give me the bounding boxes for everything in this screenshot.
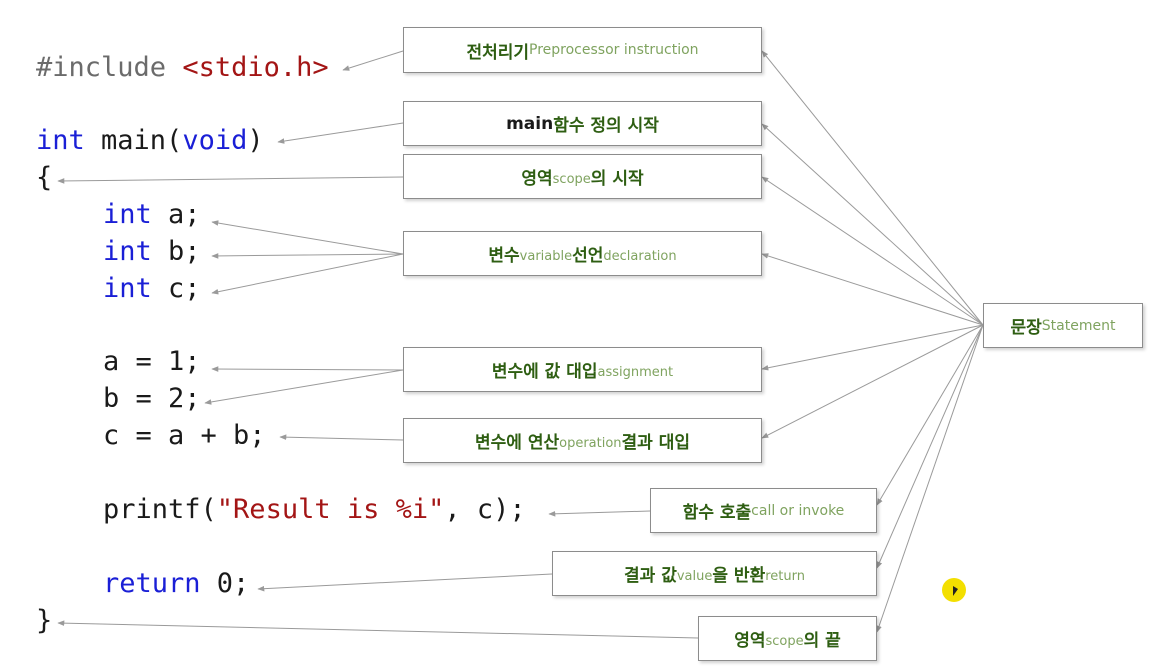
label-text: variable: [519, 249, 573, 264]
label-text: 변수: [488, 246, 520, 266]
code-line: int c;: [103, 273, 201, 305]
code-token: int: [103, 273, 152, 304]
connector-arrow: [211, 253, 404, 259]
label-text: scope: [765, 634, 804, 649]
connector-arrow: [277, 122, 404, 144]
label-text: 의 끝: [803, 631, 841, 651]
code-token: c = a + b;: [103, 420, 266, 451]
connector-arrow: [876, 324, 984, 569]
connector-arrow: [211, 253, 404, 295]
code-token: int: [36, 125, 85, 156]
label-text: main: [506, 113, 554, 134]
label-text: 영역: [521, 169, 553, 189]
code-token: main(: [84, 125, 183, 156]
code-token: <stdio.h>: [182, 52, 329, 83]
label-text: value: [676, 569, 713, 584]
label-text: 선언: [572, 246, 604, 266]
label-text: 결과 값: [624, 566, 677, 586]
code-line: int a;: [103, 199, 201, 231]
label-text: return: [765, 569, 805, 584]
code-token: b;: [151, 236, 201, 267]
label-text: assignment: [597, 365, 674, 380]
label-text: 함수 호출: [682, 503, 752, 523]
code-token: int: [103, 236, 152, 267]
connector-arrow: [876, 324, 984, 506]
code-line: {: [36, 162, 52, 194]
label-text: Preprocessor instruction: [529, 42, 699, 58]
code-line: }: [36, 605, 52, 637]
code-token: "Result is %i": [216, 494, 445, 525]
label-text: Statement: [1041, 317, 1116, 334]
connector-arrow: [204, 369, 404, 405]
code-token: printf(: [103, 494, 217, 525]
code-token: 0;: [200, 568, 250, 599]
label-box-main-start: main 함수 정의 시작: [403, 101, 762, 146]
connector-arrow: [257, 573, 553, 592]
code-token: c;: [151, 273, 201, 304]
label-text: operation: [559, 436, 622, 451]
label-text: 을 반환: [712, 566, 766, 586]
connector-arrow: [761, 176, 984, 326]
mouse-pointer-icon: [953, 586, 958, 596]
code-line: int main(void): [36, 125, 264, 157]
connector-arrow: [548, 510, 651, 517]
label-text: 영역: [734, 631, 766, 651]
connector-arrow: [211, 366, 404, 372]
code-token: , c);: [444, 494, 526, 525]
code-line: return 0;: [103, 568, 249, 600]
code-token: a = 1;: [103, 346, 201, 377]
label-box-statement: 문장 Statement: [983, 303, 1143, 348]
label-text: 전처리기: [466, 42, 530, 63]
connector-arrow: [761, 50, 984, 326]
code-token: void: [182, 125, 248, 156]
label-text: 함수 정의 시작: [553, 116, 659, 136]
label-text: declaration: [603, 249, 677, 264]
connector-arrow: [211, 220, 404, 255]
label-text: call or invoke: [751, 502, 845, 519]
connector-arrow: [57, 176, 404, 184]
code-line: printf("Result is %i", c);: [103, 494, 526, 526]
label-text: scope: [552, 172, 591, 187]
label-box-preprocessor: 전처리기 Preprocessor instruction: [403, 27, 762, 73]
code-token: ): [247, 125, 264, 156]
code-token: int: [103, 199, 152, 230]
code-token: #include: [36, 52, 183, 83]
connector-arrow: [279, 434, 404, 441]
code-line: int b;: [103, 236, 201, 268]
code-token: {: [36, 162, 53, 193]
connector-arrow: [761, 324, 984, 371]
label-text: 변수에 값 대입: [491, 362, 598, 382]
code-line: #include <stdio.h>: [36, 52, 329, 84]
code-line: b = 2;: [103, 383, 201, 415]
code-token: }: [36, 605, 53, 636]
label-text: 의 시작: [590, 169, 644, 189]
label-text: 결과 대입: [621, 433, 691, 453]
connector-arrow: [342, 50, 404, 71]
code-line: a = 1;: [103, 346, 201, 378]
label-text: 문장: [1010, 318, 1042, 338]
label-text: 변수에 연산: [474, 433, 560, 453]
connector-arrow: [761, 123, 984, 326]
code-token: b = 2;: [103, 383, 201, 414]
connector-arrow: [876, 324, 984, 633]
connector-arrow: [761, 253, 984, 326]
connector-arrow: [761, 324, 984, 439]
code-line: c = a + b;: [103, 420, 266, 452]
label-box-call: 함수 호출 call or invoke: [650, 488, 877, 533]
code-token: return: [103, 568, 201, 599]
connector-arrow: [57, 620, 699, 639]
code-token: a;: [151, 199, 201, 230]
